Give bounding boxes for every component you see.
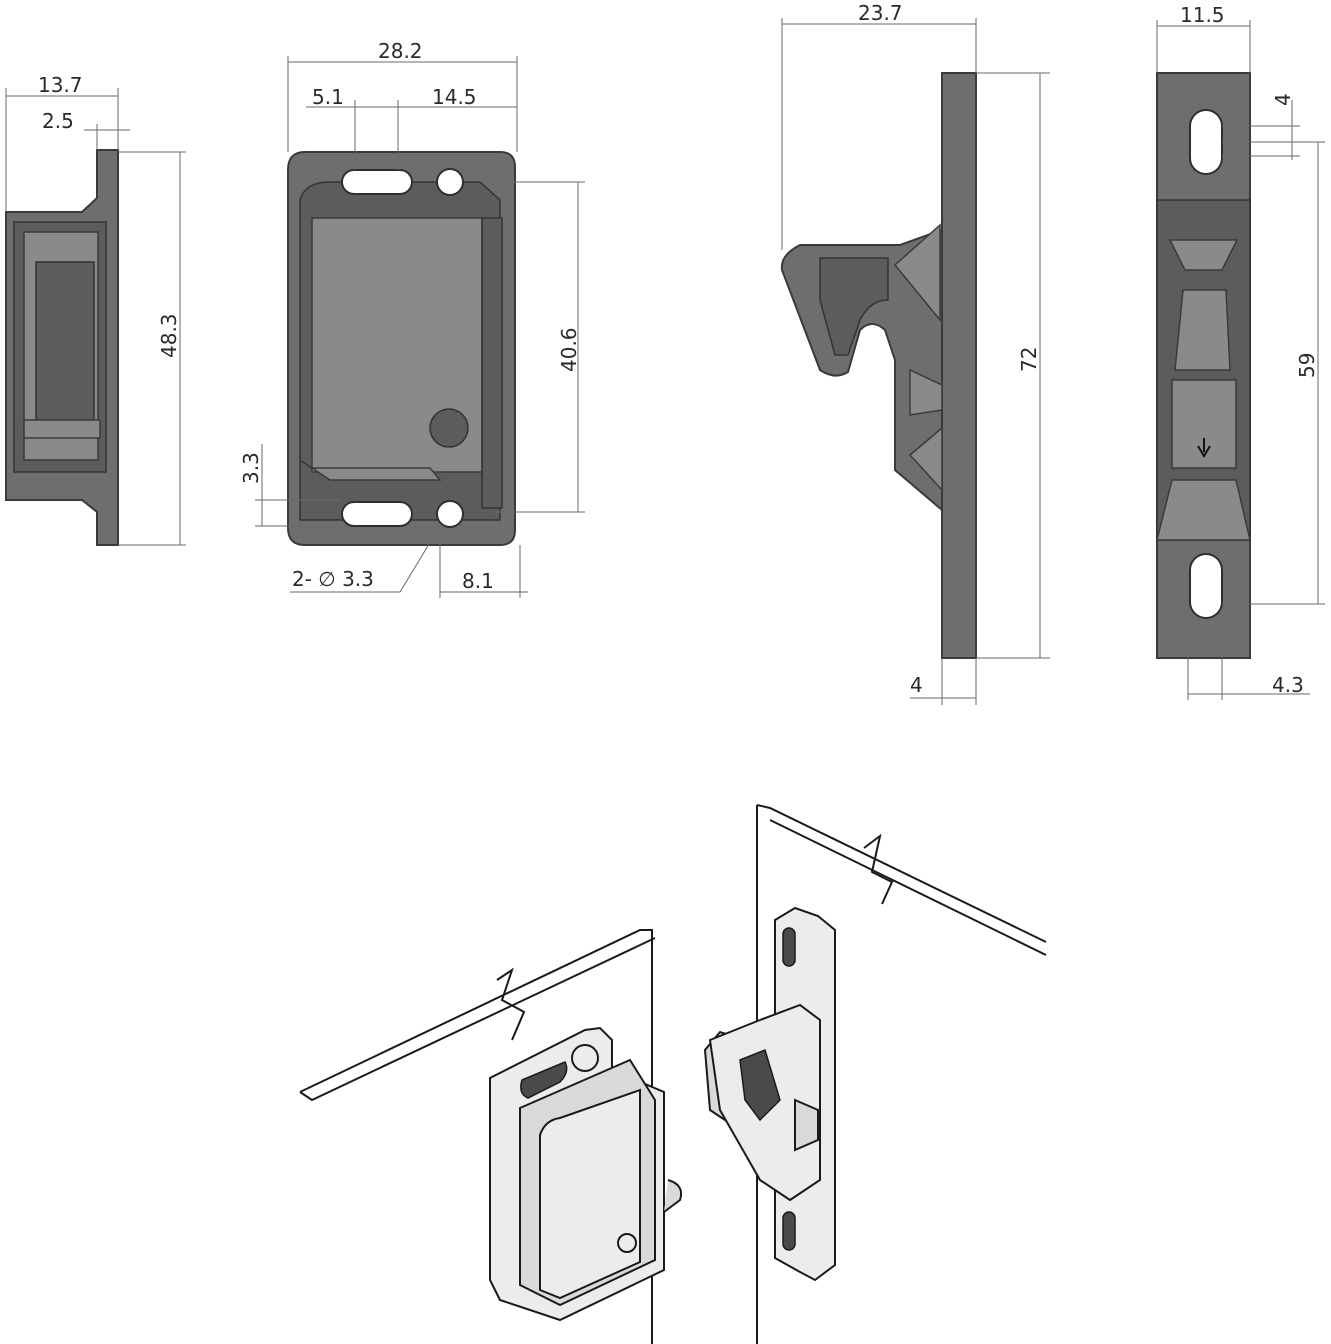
side-view-strike: 23.7 72 4 bbox=[780, 1, 1050, 705]
dim-width-28-2: 28.2 bbox=[378, 39, 423, 63]
isometric-installation-view bbox=[299, 804, 1047, 1344]
dim-hole-2x-3-3: 2- ∅ 3.3 bbox=[292, 567, 374, 591]
dim-edge-3-3: 3.3 bbox=[239, 452, 263, 484]
dim-width-11-5: 11.5 bbox=[1180, 3, 1225, 27]
dim-thickness-4: 4 bbox=[910, 673, 923, 697]
dim-width-13-7: 13.7 bbox=[38, 73, 83, 97]
dim-width-23-7: 23.7 bbox=[858, 1, 903, 25]
side-view-catch: 13.7 2.5 48.3 bbox=[5, 73, 186, 546]
front-view-strike: 11.5 4 59 4.3 bbox=[1156, 3, 1325, 700]
front-view-catch: 28.2 5.1 14.5 40.6 3.3 2- ∅ 3.3 8.1 bbox=[239, 39, 585, 598]
dim-spacing-59: 59 bbox=[1295, 353, 1319, 378]
dim-hole-offset-8-1: 8.1 bbox=[462, 569, 494, 593]
dim-slot-4-3: 4.3 bbox=[1272, 673, 1304, 697]
dim-top-4: 4 bbox=[1271, 93, 1295, 106]
dim-height-48-3: 48.3 bbox=[157, 313, 181, 358]
dim-height-40-6: 40.6 bbox=[557, 327, 581, 372]
dim-flange-2-5: 2.5 bbox=[42, 109, 74, 133]
dim-height-72: 72 bbox=[1017, 347, 1041, 372]
dim-offset-14-5: 14.5 bbox=[432, 85, 477, 109]
dim-slot-5-1: 5.1 bbox=[312, 85, 344, 109]
arrow-down-icon bbox=[1197, 438, 1211, 458]
